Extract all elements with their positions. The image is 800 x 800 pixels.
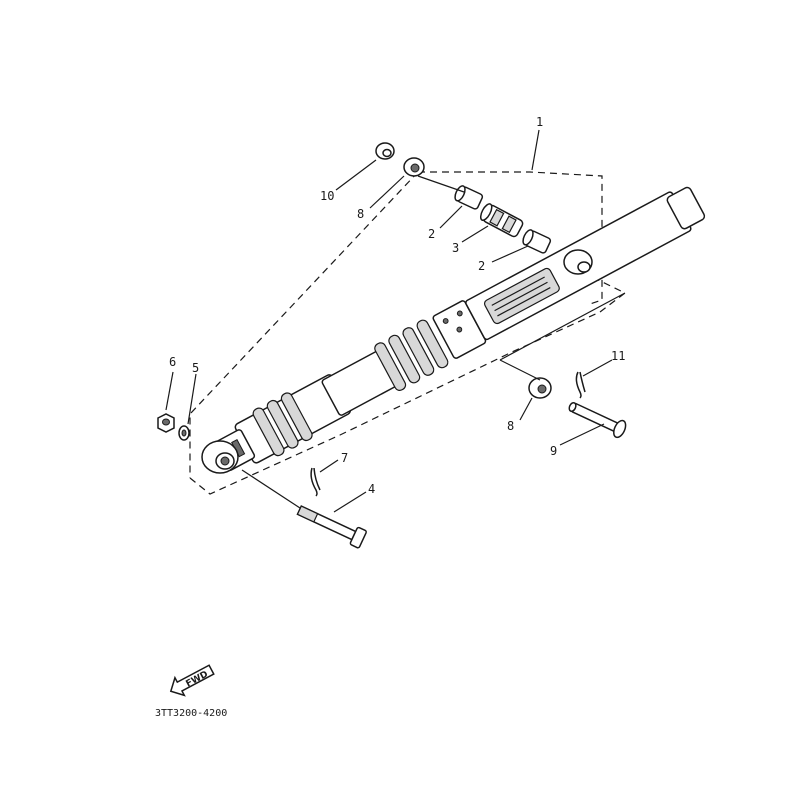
bush-8-upper-icon <box>403 157 425 177</box>
shock-absorber <box>214 186 706 471</box>
bushing-3-icon <box>479 203 524 238</box>
cotter-pin-7-icon <box>310 467 321 497</box>
upper-eye <box>563 249 593 275</box>
collar-2-lower-icon <box>522 229 552 254</box>
bush-8-lower-icon <box>528 377 552 399</box>
callout-2a: 2 <box>428 227 435 241</box>
callout-9: 9 <box>550 444 557 458</box>
washer-10-icon <box>375 142 395 160</box>
callout-2b: 2 <box>478 259 485 273</box>
callout-labels: 1 2 2 3 4 5 6 7 8 8 9 10 11 <box>169 115 625 496</box>
nut-6-icon <box>157 413 175 433</box>
callout-4: 4 <box>368 482 375 496</box>
lower-spring <box>252 392 313 457</box>
drawing-code: 3TT3200-4200 <box>155 708 227 719</box>
upper-spring <box>374 319 449 391</box>
callout-11: 11 <box>611 349 625 363</box>
fwd-arrow-icon: FWD <box>169 664 215 697</box>
callout-6: 6 <box>169 355 176 369</box>
callout-8a: 8 <box>357 207 364 221</box>
assembly-boundary <box>189 171 627 495</box>
callout-8b: 8 <box>507 419 514 433</box>
callout-7: 7 <box>341 451 348 465</box>
pin-9-icon <box>568 401 627 439</box>
callout-5: 5 <box>192 361 199 375</box>
cotter-pin-11-icon <box>575 371 586 399</box>
collar-2-upper-icon <box>454 185 484 210</box>
callout-10: 10 <box>320 189 334 203</box>
callout-1: 1 <box>536 115 543 129</box>
lower-eye <box>201 440 239 474</box>
callout-3: 3 <box>452 241 459 255</box>
leader-lines <box>165 129 626 513</box>
bolt-4-icon <box>296 505 367 549</box>
washer-5-icon <box>178 425 190 441</box>
